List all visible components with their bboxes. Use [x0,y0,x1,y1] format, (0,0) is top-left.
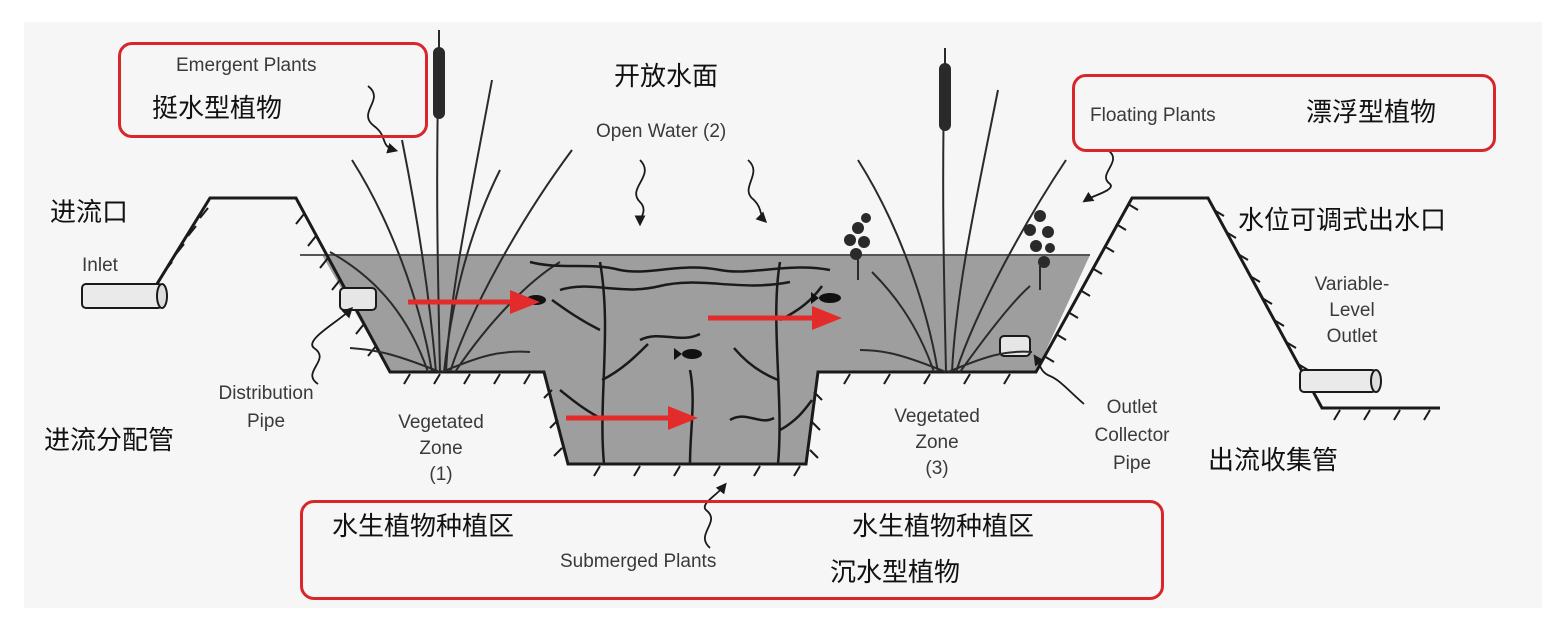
label-outlet-collector-pipe: Outlet Collector Pipe [1094,397,1170,474]
label-cn-open-water: 开放水面 [614,62,719,92]
floating-plants-box [1072,74,1496,152]
label-cn-vegetated-zone-left: 水生植物种植区 [332,512,515,542]
cattail-plant [857,48,1067,373]
fish-icon [811,292,841,304]
emergent-plants-box [118,42,428,138]
label-inlet: Inlet [82,255,118,276]
floating-plant [844,210,1055,290]
label-variable-level-outlet: Variable- Level Outlet [1314,274,1390,347]
submerged-plants-shape [529,260,831,465]
flow-arrow [566,406,698,430]
inlet-pipe [81,283,168,309]
label-cn-emergent-plants: 挺水型植物 [152,94,283,124]
ground-profile [81,196,1440,466]
label-submerged-plants: Submerged Plants [560,551,717,572]
label-cn-inlet: 进流口 [50,198,129,228]
label-cn-distribution-pipe: 进流分配管 [44,426,175,456]
label-distribution-pipe: Distribution Pipe [218,383,314,432]
outlet-pipe [1299,369,1382,393]
label-vegetated-zone-3: Vegetated Zone (3) [894,406,980,479]
distribution-pipe-shape [339,287,377,311]
leader-line [311,85,1114,549]
submerged-plants-box [300,500,1164,600]
flow-arrow [408,290,540,314]
label-cn-vegetated-zone-right: 水生植物种植区 [852,512,1035,542]
label-cn-submerged-plants: 沉水型植物 [830,558,961,588]
label-vegetated-zone-1: Vegetated Zone (1) [398,412,484,485]
fish-icon [674,348,702,360]
label-open-water: Open Water (2) [596,121,727,142]
flow-arrow [708,306,842,330]
label-cn-variable-level-outlet: 水位可调式出水口 [1238,206,1447,236]
label-emergent-plants: Emergent Plants [176,55,317,76]
label-cn-floating-plants: 漂浮型植物 [1306,98,1437,128]
label-cn-outlet-collector-pipe: 出流收集管 [1208,446,1339,476]
label-floating-plants: Floating Plants [1090,105,1216,126]
